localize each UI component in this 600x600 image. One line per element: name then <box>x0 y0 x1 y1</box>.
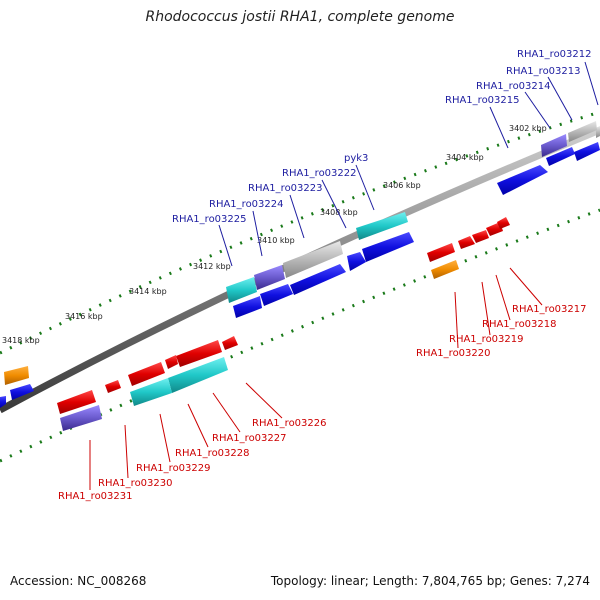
gene-label[interactable]: RHA1_ro03219 <box>449 334 524 345</box>
gene-feature[interactable] <box>60 405 102 431</box>
gene-label[interactable]: RHA1_ro03218 <box>482 319 557 330</box>
gene-label[interactable]: RHA1_ro03215 <box>445 95 520 106</box>
gene-feature[interactable] <box>0 396 6 408</box>
gene-label[interactable]: RHA1_ro03217 <box>512 304 587 315</box>
reverse-callouts <box>89 267 543 490</box>
forward-callouts <box>218 61 599 267</box>
gene-feature[interactable] <box>176 340 222 367</box>
gene-label[interactable]: RHA1_ro03229 <box>136 463 211 474</box>
gene-feature[interactable] <box>431 260 459 279</box>
scale-label: 3408 kbp <box>320 208 358 217</box>
gene-feature[interactable] <box>290 264 346 295</box>
gene-label[interactable]: RHA1_ro03228 <box>175 448 250 459</box>
gene-feature[interactable] <box>165 355 178 369</box>
gene-feature[interactable] <box>105 380 121 393</box>
gene-feature[interactable] <box>254 265 285 290</box>
gene-feature[interactable] <box>260 284 293 306</box>
gene-feature[interactable] <box>347 252 366 271</box>
scale-label: 3406 kbp <box>383 181 421 190</box>
scale-label: 3410 kbp <box>257 236 295 245</box>
gene-feature[interactable] <box>10 384 34 400</box>
gene-feature[interactable] <box>472 230 489 243</box>
gene-feature[interactable] <box>362 232 414 262</box>
gene-label[interactable]: RHA1_ro03230 <box>98 478 173 489</box>
gene-label[interactable]: RHA1_ro03222 <box>282 168 357 179</box>
gene-label[interactable]: RHA1_ro03227 <box>212 433 287 444</box>
map-title: Rhodococcus jostii RHA1, complete genome <box>145 9 455 25</box>
scale-label: 3414 kbp <box>129 287 167 296</box>
gene-feature[interactable] <box>128 362 165 386</box>
gene-feature[interactable] <box>568 121 597 142</box>
gene-label[interactable]: RHA1_ro03225 <box>172 214 247 225</box>
gene-feature[interactable] <box>233 296 262 318</box>
genome-summary-text: Topology: linear; Length: 7,804,765 bp; … <box>270 574 590 588</box>
scale-label: 3402 kbp <box>509 124 547 133</box>
gene-label[interactable]: RHA1_ro03213 <box>506 66 581 77</box>
gene-label[interactable]: pyk3 <box>344 153 368 164</box>
gene-feature[interactable] <box>596 126 600 138</box>
accession-text: Accession: NC_008268 <box>10 574 147 588</box>
gene-label[interactable]: RHA1_ro03223 <box>248 183 323 194</box>
gene-label[interactable]: RHA1_ro03224 <box>209 199 284 210</box>
reverse-gene-labels: RHA1_ro03217 RHA1_ro03218 RHA1_ro03219 R… <box>58 304 587 502</box>
gene-label[interactable]: RHA1_ro03212 <box>517 49 592 60</box>
gene-feature[interactable] <box>497 165 548 195</box>
gene-label[interactable]: RHA1_ro03214 <box>476 81 551 92</box>
gene-feature[interactable] <box>541 134 567 157</box>
gene-feature[interactable] <box>497 217 510 229</box>
scale-label: 3416 kbp <box>65 312 103 321</box>
gene-label[interactable]: RHA1_ro03231 <box>58 491 133 502</box>
gene-feature[interactable] <box>57 390 96 414</box>
gene-feature[interactable] <box>130 378 172 406</box>
gene-feature[interactable] <box>546 147 575 166</box>
reverse-features <box>57 217 510 431</box>
forward-gene-labels: RHA1_ro03212 RHA1_ro03213 RHA1_ro03214 R… <box>172 49 592 225</box>
gene-feature[interactable] <box>458 236 475 249</box>
gene-feature[interactable] <box>356 212 408 240</box>
gene-feature[interactable] <box>4 366 29 385</box>
gene-feature[interactable] <box>168 357 228 393</box>
gene-label[interactable]: RHA1_ro03220 <box>416 348 491 359</box>
gene-feature[interactable] <box>427 243 455 262</box>
gene-feature[interactable] <box>222 336 238 350</box>
scale-labels: 3402 kbp 3404 kbp 3406 kbp 3408 kbp 3410… <box>2 124 547 345</box>
gene-label[interactable]: RHA1_ro03226 <box>252 418 327 429</box>
gene-feature[interactable] <box>226 277 257 303</box>
gene-feature[interactable] <box>574 142 600 161</box>
gene-feature[interactable] <box>283 241 343 278</box>
scale-label: 3418 kbp <box>2 336 40 345</box>
forward-features <box>0 121 600 408</box>
scale-label: 3404 kbp <box>446 153 484 162</box>
scale-label: 3412 kbp <box>193 262 231 271</box>
